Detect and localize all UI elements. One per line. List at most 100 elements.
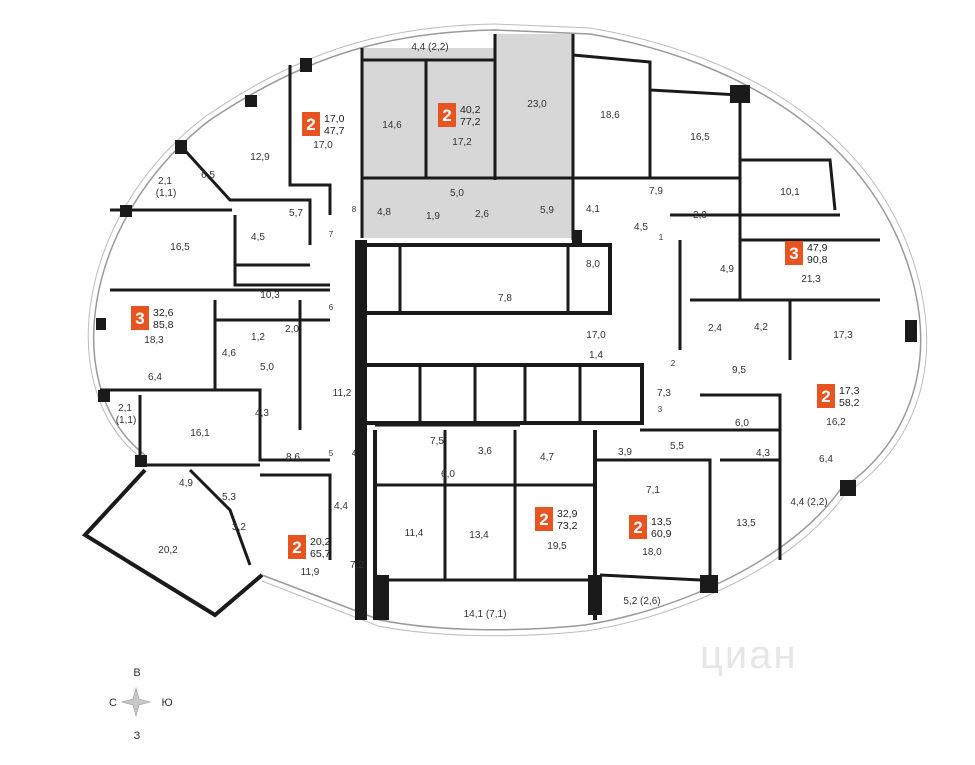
room-count-badge bbox=[535, 507, 553, 531]
room-count: 2 bbox=[539, 510, 548, 529]
room-area-label: 6,4 bbox=[148, 372, 162, 383]
room-area-label: 6,5 bbox=[201, 170, 215, 181]
room-area-label: 4,6 bbox=[222, 348, 236, 359]
room-area-label: 11,9 bbox=[301, 567, 320, 578]
total-area: 65,7 bbox=[310, 548, 331, 560]
room-area-label: 7,9 bbox=[649, 186, 663, 197]
room-area-label: 16,2 bbox=[826, 417, 846, 428]
compass: В С Ю З bbox=[109, 667, 173, 742]
room-area-label: 17,0 bbox=[313, 140, 333, 151]
room-area-label: (1,1) bbox=[116, 415, 137, 426]
room-labels: 4,4 (2,2) 14,6 17,2 23,0 18,6 16,5 12,9 … bbox=[116, 42, 853, 620]
compass-south-label: З bbox=[134, 730, 141, 742]
room-area-label: 7,2 bbox=[350, 560, 364, 571]
room-area-label: 5,0 bbox=[450, 188, 464, 199]
room-count: 2 bbox=[821, 387, 830, 406]
room-area-label: 17,0 bbox=[586, 330, 606, 341]
selected-apartment-area[interactable] bbox=[362, 34, 573, 238]
room-area-label: 14,6 bbox=[382, 120, 402, 131]
room-area-label: 1,9 bbox=[426, 211, 440, 222]
room-count-badge bbox=[288, 535, 306, 559]
total-area: 47,7 bbox=[324, 125, 345, 137]
room-area-label: 5,9 bbox=[540, 205, 554, 216]
living-area: 40,2 bbox=[460, 104, 481, 116]
door-number-label: 3 bbox=[658, 405, 663, 414]
room-area-label: 5,3 bbox=[222, 492, 236, 503]
apartment-badges: 2 17,0 47,7 2 40,2 77,2 3 47,9 90,8 3 32… bbox=[131, 103, 860, 560]
total-area: 85,8 bbox=[153, 319, 174, 331]
columns bbox=[96, 58, 917, 620]
door-numbers: 8 7 6 5 4 1 2 3 bbox=[329, 205, 676, 458]
facade-glazing bbox=[87, 23, 928, 637]
room-area-label: 4,1 bbox=[586, 204, 600, 215]
room-count-badge bbox=[785, 241, 803, 265]
room-area-label: 9,5 bbox=[732, 365, 746, 376]
room-count: 3 bbox=[789, 244, 798, 263]
door-number-label: 4 bbox=[352, 449, 357, 458]
room-area-label: 2,6 bbox=[475, 209, 489, 220]
room-area-label: 17,2 bbox=[452, 137, 472, 148]
room-area-label: 17,3 bbox=[833, 330, 853, 341]
room-area-label: 4,9 bbox=[720, 264, 734, 275]
room-area-label: 6,0 bbox=[735, 418, 749, 429]
compass-west-label: С bbox=[109, 697, 117, 709]
room-count-badge bbox=[131, 306, 149, 330]
room-area-label: 1,4 bbox=[589, 350, 603, 361]
room-count: 2 bbox=[633, 518, 642, 537]
room-count-badge bbox=[629, 515, 647, 539]
room-area-label: 2,1 bbox=[158, 176, 172, 187]
room-count-badge bbox=[817, 384, 835, 408]
room-area-label: 3,9 bbox=[618, 447, 632, 458]
room-area-label: 16,5 bbox=[690, 132, 710, 143]
room-area-label: 2,1 bbox=[118, 403, 132, 414]
total-area: 90,8 bbox=[807, 254, 828, 266]
apartment-badge[interactable]: 2 17,3 58,2 bbox=[817, 384, 860, 409]
room-area-label: 4,9 bbox=[179, 478, 193, 489]
room-area-label: 13,5 bbox=[736, 518, 756, 529]
room-area-label: 7,5 bbox=[430, 436, 444, 447]
living-area: 20,2 bbox=[310, 536, 331, 548]
door-number-label: 8 bbox=[352, 205, 357, 214]
room-area-label: 2,0 bbox=[285, 324, 299, 335]
room-area-label: 4,3 bbox=[255, 408, 269, 419]
room-area-label: 3,6 bbox=[478, 446, 492, 457]
living-area: 17,0 bbox=[324, 113, 345, 125]
room-area-label: 8,0 bbox=[586, 259, 600, 270]
apartment-badge[interactable]: 2 40,2 77,2 bbox=[438, 103, 481, 128]
room-count-badge bbox=[302, 112, 320, 136]
room-area-label: 7,1 bbox=[646, 485, 660, 496]
room-area-label: 18,6 bbox=[600, 110, 620, 121]
room-area-label: 23,0 bbox=[527, 99, 547, 110]
compass-east-label: Ю bbox=[161, 697, 172, 709]
door-number-label: 2 bbox=[671, 359, 676, 368]
apartment-badge[interactable]: 3 32,6 85,8 bbox=[131, 306, 174, 331]
door-number-label: 6 bbox=[329, 303, 334, 312]
room-area-label: 6,4 bbox=[819, 454, 833, 465]
room-area-label: 12,9 bbox=[250, 152, 270, 163]
apartment-badge[interactable]: 2 17,0 47,7 bbox=[302, 112, 345, 137]
room-area-label: 2,4 bbox=[708, 323, 722, 334]
compass-star-icon bbox=[120, 686, 152, 718]
total-area: 60,9 bbox=[651, 528, 672, 540]
room-area-label: 4,5 bbox=[634, 222, 648, 233]
room-count: 2 bbox=[292, 538, 301, 557]
room-area-label: 16,5 bbox=[170, 242, 190, 253]
total-area: 58,2 bbox=[839, 397, 860, 409]
apartment-badge[interactable]: 3 47,9 90,8 bbox=[785, 241, 828, 266]
door-number-label: 5 bbox=[329, 449, 334, 458]
room-area-label: 4,7 bbox=[540, 452, 554, 463]
door-number-label: 7 bbox=[329, 230, 334, 239]
door-number-label: 1 bbox=[659, 233, 664, 242]
room-area-label: 13,4 bbox=[469, 530, 489, 541]
apartment-badge[interactable]: 2 13,5 60,9 bbox=[629, 515, 672, 540]
compass-north-label: В bbox=[133, 667, 140, 679]
total-area: 77,2 bbox=[460, 116, 481, 128]
room-area-label: 6,0 bbox=[441, 469, 455, 480]
room-area-label: 7,8 bbox=[498, 293, 512, 304]
watermark-text: циан bbox=[700, 633, 798, 677]
apartment-badge[interactable]: 2 32,9 73,2 bbox=[535, 507, 578, 532]
room-area-label: 20,2 bbox=[158, 545, 178, 556]
apartment-badge[interactable]: 2 20,2 65,7 bbox=[288, 535, 331, 560]
room-area-label: 8,6 bbox=[286, 452, 300, 463]
